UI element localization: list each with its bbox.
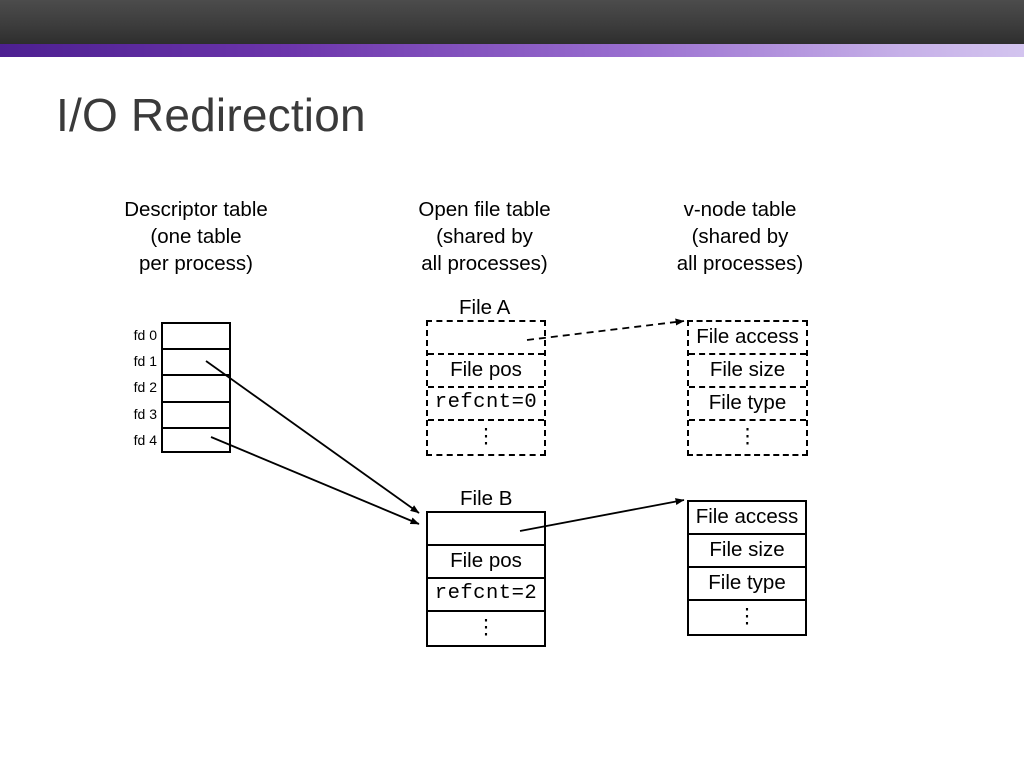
heading-open-file-table: Open file table (shared by all processes… — [418, 198, 551, 275]
slide-accent-stripe — [0, 44, 1024, 57]
arrow-file-a-to-vnode-a — [526, 318, 685, 341]
file-a-row-ellipsis: ⋮ — [475, 425, 497, 449]
descriptor-row-fd1 — [163, 350, 229, 377]
file-b-row-empty — [428, 513, 544, 546]
fd-label-1: fd 1 — [133, 353, 157, 370]
file-a-row-refcnt: refcnt=0 — [428, 388, 544, 421]
open-file-table-b: File pos refcnt=2 ⋮ — [426, 511, 546, 647]
fd-label-4: fd 4 — [133, 431, 157, 448]
vnode-b-row-ellipsis: ⋮ — [736, 605, 758, 629]
vnode-b-row-file-size: File size — [689, 535, 805, 568]
vnode-a-row-file-type: File type — [689, 388, 806, 421]
heading-descriptor-table: Descriptor table (one table per process) — [124, 198, 268, 275]
vnode-a-row-file-size: File size — [689, 355, 806, 388]
descriptor-row-fd0 — [163, 324, 229, 351]
fd-label-group: fd 0 fd 1 fd 2 fd 3 fd 4 — [101, 322, 157, 453]
heading-vnode-table: v-node table (shared by all processes) — [676, 198, 804, 275]
vnode-a-row-ellipsis: ⋮ — [737, 425, 758, 449]
file-b-row-ellipsis: ⋮ — [475, 616, 497, 640]
vnode-table-b: File access File size File type ⋮ — [687, 500, 807, 636]
descriptor-row-fd2 — [163, 376, 229, 403]
descriptor-row-fd3 — [163, 403, 229, 429]
file-a-row-file-pos: File pos — [428, 355, 544, 388]
file-b-row-file-pos: File pos — [428, 546, 544, 579]
vnode-b-row-file-access: File access — [689, 502, 805, 535]
fd-label-3: fd 3 — [133, 405, 157, 422]
fd-label-2: fd 2 — [133, 379, 157, 396]
caption-file-b: File B — [456, 488, 517, 510]
file-a-row-empty — [428, 322, 544, 355]
file-b-row-refcnt: refcnt=2 — [428, 579, 544, 612]
descriptor-table — [161, 322, 231, 453]
vnode-a-row-file-access: File access — [689, 322, 806, 355]
caption-file-a: File A — [455, 297, 515, 319]
vnode-b-row-file-type: File type — [689, 568, 805, 601]
open-file-table-a: File pos refcnt=0 ⋮ — [426, 320, 546, 456]
arrow-fd1-to-file-b — [205, 360, 420, 514]
fd-label-0: fd 0 — [133, 327, 157, 343]
arrow-fd4-to-file-b — [210, 436, 420, 525]
descriptor-row-fd4 — [163, 429, 229, 455]
slide-header-bar — [0, 0, 1024, 44]
vnode-table-a: File access File size File type ⋮ — [687, 320, 808, 456]
page-title: I/O Redirection — [56, 89, 366, 141]
